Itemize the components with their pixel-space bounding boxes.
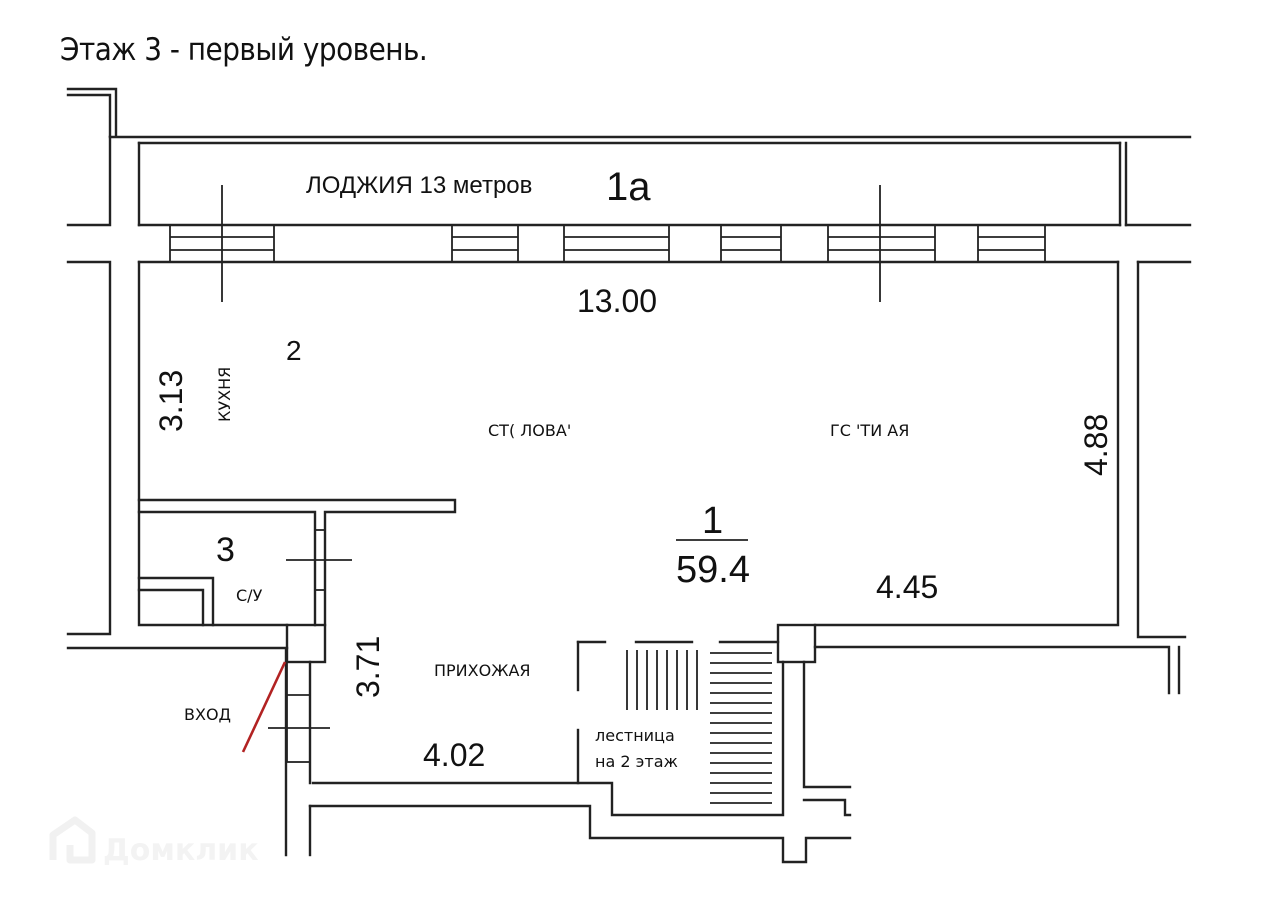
living-label: ГС 'ТИ АЯ xyxy=(830,421,909,440)
stairs-label-line2: на 2 этаж xyxy=(595,752,678,771)
watermark-house-icon xyxy=(49,816,96,864)
loggia-number: 1а xyxy=(606,165,651,209)
dim-hallway-depth: 3.71 xyxy=(350,636,386,698)
stairs-label-line1: лестница xyxy=(595,726,675,745)
dim-kitchen-depth: 3.13 xyxy=(153,370,189,432)
dim-living-width: 4.45 xyxy=(876,569,938,605)
entrance-door-mark xyxy=(241,661,287,753)
kitchen-label: КУХНЯ xyxy=(215,367,234,422)
room-number-2: 2 xyxy=(286,335,302,366)
window xyxy=(563,224,670,263)
watermark-text: Домклик xyxy=(103,833,259,868)
room-number-1: 1 xyxy=(702,500,723,542)
plan-title: Этаж 3 - первый уровень. xyxy=(60,32,428,68)
window xyxy=(720,224,782,263)
bathroom-label: С/У xyxy=(236,586,263,605)
dim-hallway-width: 4.02 xyxy=(423,737,485,773)
entrance-label: ВХОД xyxy=(184,705,231,724)
window xyxy=(977,224,1046,263)
stairs-vertical-steps xyxy=(626,650,698,710)
hallway-label: ПРИХОЖАЯ xyxy=(434,661,531,680)
watermark: Домклик xyxy=(49,816,259,868)
windows xyxy=(169,185,1046,302)
window xyxy=(451,224,519,263)
dining-label: СТ( ЛОВА' xyxy=(488,421,571,440)
window xyxy=(827,224,936,263)
stairs-horizontal-steps xyxy=(710,652,772,804)
loggia-label: ЛОДЖИЯ 13 метров xyxy=(306,172,532,199)
room-area: 59.4 xyxy=(676,549,750,591)
bathroom-number: 3 xyxy=(216,531,235,569)
dim-top-width: 13.00 xyxy=(577,283,657,319)
dim-right-depth: 4.88 xyxy=(1078,414,1114,476)
bathroom-walls xyxy=(137,498,457,785)
